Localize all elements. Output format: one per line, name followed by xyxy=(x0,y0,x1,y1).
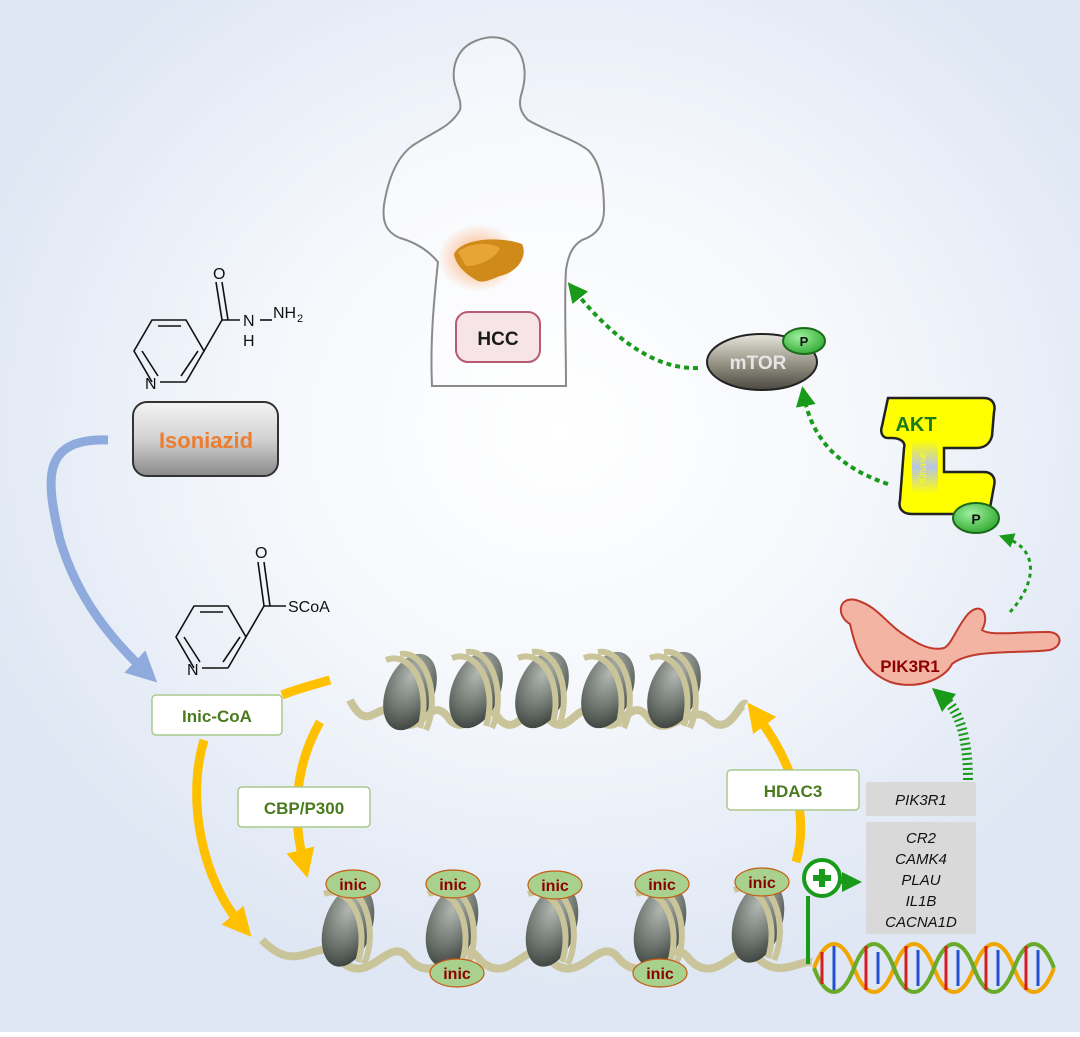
chromatin-upper xyxy=(346,648,749,732)
inic-coa-text: Inic-CoA xyxy=(182,707,252,726)
inic-mark-text: inic xyxy=(541,878,569,895)
hdac3-text: HDAC3 xyxy=(764,782,823,801)
expression-arrow xyxy=(932,688,973,781)
akt-text: AKT xyxy=(895,414,936,436)
isoniazid-nh2: NH xyxy=(273,305,296,322)
inic-mark-7: inic xyxy=(632,958,688,988)
inic-mark-6: inic xyxy=(429,958,485,988)
inic-mark-1: inic xyxy=(325,869,381,899)
isoniazid-amine-h: H xyxy=(243,333,255,350)
nucleosome-upper-5 xyxy=(647,648,701,730)
gene-list-panel: PIK3R1 CR2 CAMK4 PLAU IL1B CACNA1D xyxy=(866,782,976,934)
inic-coa-oxygen: O xyxy=(255,545,267,562)
inic-mark-text: inic xyxy=(339,877,367,894)
isoniazid-nh2-subscript: 2 xyxy=(297,313,303,325)
hdac3-label: HDAC3 xyxy=(726,769,860,811)
isoniazid-text: Isoniazid xyxy=(159,428,253,453)
akt-to-mtor-arrow xyxy=(795,386,889,486)
isoniazid-structure xyxy=(133,281,272,383)
chromatin-lower xyxy=(259,880,813,973)
akt-phospho-text: P xyxy=(971,511,980,527)
isoniazid-amine-n: N xyxy=(243,313,255,330)
inic-coa-to-chromatin-line xyxy=(280,675,332,700)
pik3r1-protein: PIK3R1 xyxy=(840,598,1061,686)
inic-mark-text: inic xyxy=(443,966,471,983)
inic-coa-to-lower-chromatin-arrow xyxy=(192,738,252,937)
nucleosome-lower-2 xyxy=(425,884,479,967)
hcc-text: HCC xyxy=(477,329,518,350)
dna-helix-icon xyxy=(812,942,1056,994)
inic-coa-structure xyxy=(175,561,286,669)
inic-mark-3: inic xyxy=(527,870,583,900)
inic-mark-2: inic xyxy=(425,869,481,899)
mtor-to-hcc-arrow xyxy=(567,282,699,371)
mtor-text: mTOR xyxy=(730,353,787,374)
mtor-protein: mTOR P xyxy=(706,327,826,391)
pik3r1-to-akt-arrow xyxy=(998,533,1032,614)
nucleosome-upper-4 xyxy=(581,648,635,730)
metabolism-arrow xyxy=(46,435,158,683)
gene-item: CR2 xyxy=(906,830,937,847)
gene-pik3r1: PIK3R1 xyxy=(895,792,947,809)
isoniazid-ring-n: N xyxy=(145,376,157,393)
pik3r1-text: PIK3R1 xyxy=(880,657,940,676)
akt-protein: Kinase AKT P xyxy=(880,396,1000,534)
inic-coa-ring-n: N xyxy=(187,662,199,679)
inic-mark-4: inic xyxy=(634,869,690,899)
isoniazid-label: Isoniazid xyxy=(132,401,279,477)
inic-mark-text: inic xyxy=(439,877,467,894)
gene-item: CAMK4 xyxy=(895,851,947,868)
inic-mark-text: inic xyxy=(648,877,676,894)
inic-mark-5: inic xyxy=(734,867,790,897)
akt-kinase-text: Kinase xyxy=(918,452,929,483)
cbp-p300-label: CBP/P300 xyxy=(237,786,371,828)
gene-item: CACNA1D xyxy=(885,914,957,931)
inic-mark-text: inic xyxy=(646,966,674,983)
mtor-phospho-text: P xyxy=(800,334,809,349)
activation-plus-icon xyxy=(802,858,862,964)
cbp-p300-text: CBP/P300 xyxy=(264,799,344,818)
hcc-label: HCC xyxy=(455,311,541,363)
isoniazid-oxygen: O xyxy=(213,266,225,283)
inic-coa-scoa: SCoA xyxy=(288,599,330,616)
inic-coa-label: Inic-CoA xyxy=(151,694,283,736)
nucleosome-upper-3 xyxy=(515,648,569,730)
gene-item: IL1B xyxy=(906,893,937,910)
nucleosome-upper-1 xyxy=(383,650,437,732)
liver-icon xyxy=(438,224,524,292)
human-body-outline xyxy=(382,36,606,387)
gene-item: PLAU xyxy=(901,872,940,889)
inic-mark-text: inic xyxy=(748,875,776,892)
nucleosome-upper-2 xyxy=(449,648,503,730)
